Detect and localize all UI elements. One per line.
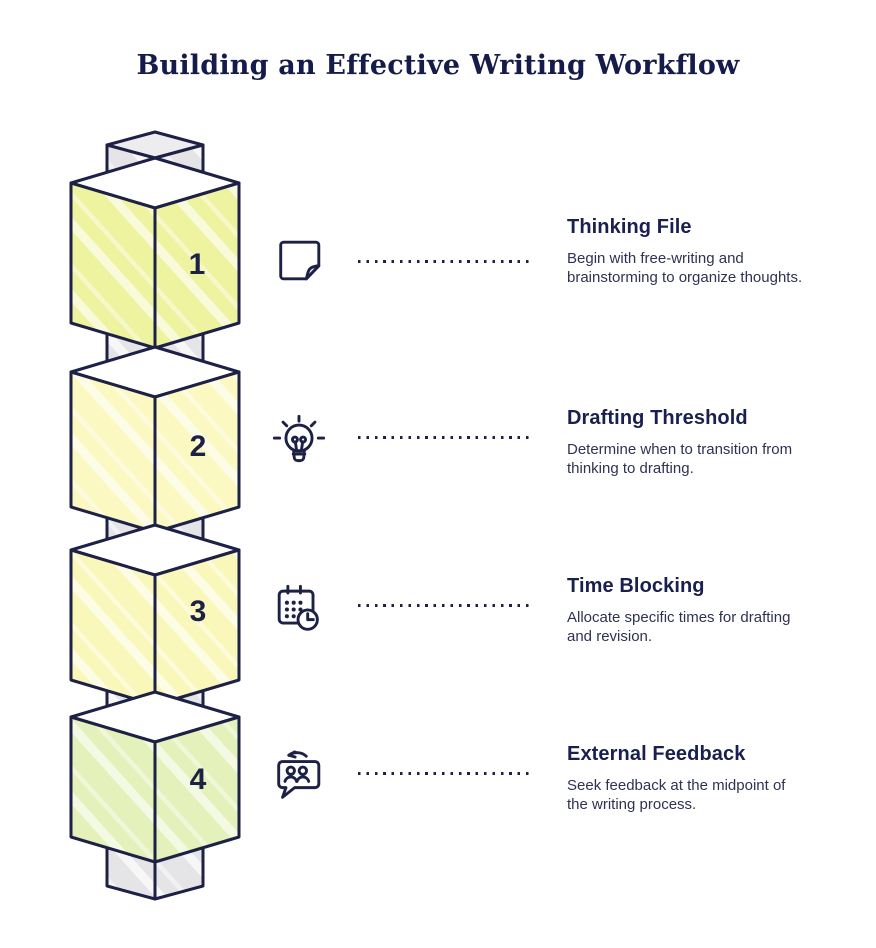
block-number-4: 4 [190, 763, 207, 796]
dotted-connector [358, 436, 532, 439]
step-text-1: Thinking File Begin with free-writing an… [567, 216, 807, 287]
step-text-3: Time Blocking Allocate specific times fo… [567, 575, 807, 646]
dotted-connector [358, 260, 532, 263]
dotted-connector [358, 604, 532, 607]
step-title: Time Blocking [567, 575, 705, 597]
step-title: External Feedback [567, 743, 746, 765]
dotted-connector [358, 772, 532, 775]
block-number-2: 2 [190, 430, 207, 463]
cube-block-3 [69, 523, 241, 707]
block-tower-illustration: 1 2 3 4 [69, 130, 241, 901]
cube-block-1 [69, 156, 241, 350]
step-row-3: Time Blocking Allocate specific times fo… [270, 571, 845, 701]
block-number-3: 3 [190, 595, 207, 628]
step-title: Thinking File [567, 216, 692, 238]
step-description: Determine when to transition from thinki… [567, 441, 793, 478]
step-row-1: Thinking File Begin with free-writing an… [270, 212, 845, 342]
step-title: Drafting Threshold [567, 407, 748, 429]
step-description: Seek feedback at the midpoint of the wri… [567, 777, 786, 814]
step-row-2: Drafting Threshold Determine when to tra… [270, 403, 845, 533]
cube-block-4 [69, 690, 241, 864]
step-description: Allocate specific times for drafting and… [567, 609, 791, 646]
calendar-clock-icon [277, 584, 319, 631]
block-number-1: 1 [189, 248, 206, 281]
lightbulb-icon [272, 414, 326, 463]
page-title: Building an Effective Writing Workflow [136, 50, 740, 81]
step-text-2: Drafting Threshold Determine when to tra… [567, 407, 807, 478]
cube-block-2 [69, 345, 241, 534]
step-description: Begin with free-writing and brainstormin… [567, 250, 803, 287]
step-row-4: External Feedback Seek feedback at the m… [270, 739, 845, 869]
step-text-4: External Feedback Seek feedback at the m… [567, 743, 807, 814]
feedback-chat-icon [277, 750, 321, 799]
sticky-note-icon [279, 240, 321, 281]
